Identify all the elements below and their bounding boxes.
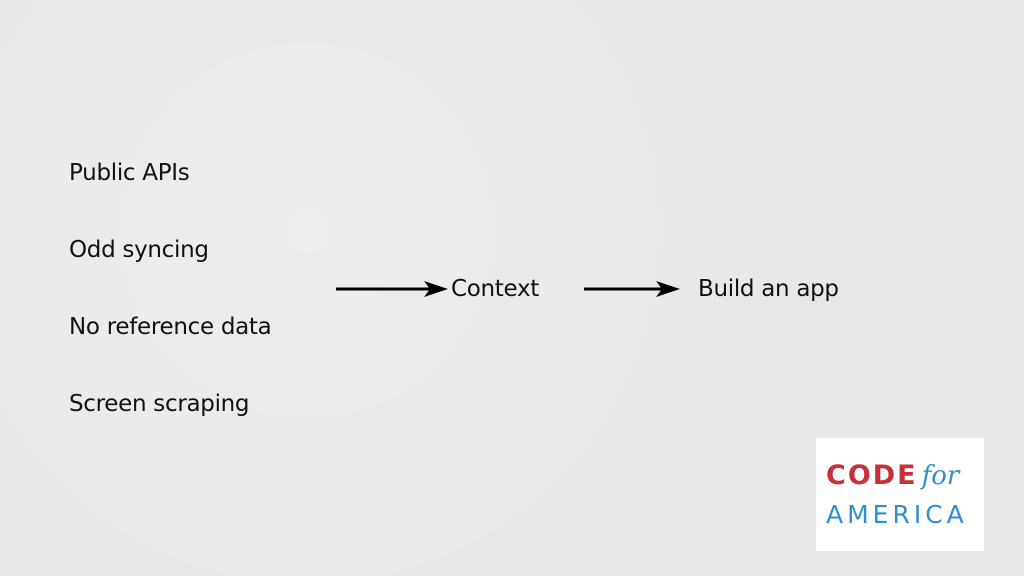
logo-america-text: AMERICA: [826, 500, 968, 529]
arrow-to-context-icon: [336, 279, 448, 299]
source-list: Public APIs Odd syncing No reference dat…: [69, 158, 272, 466]
logo-for-text: for: [921, 461, 960, 491]
logo-code-text: CODE: [826, 460, 918, 491]
source-item-no-reference-data: No reference data: [69, 314, 272, 340]
source-item-public-apis: Public APIs: [69, 160, 190, 186]
context-node: Context: [451, 276, 540, 302]
arrow-to-build-icon: [584, 279, 680, 299]
source-item-screen-scraping: Screen scraping: [69, 391, 250, 417]
source-item-odd-syncing: Odd syncing: [69, 237, 209, 263]
build-app-node: Build an app: [698, 276, 839, 302]
